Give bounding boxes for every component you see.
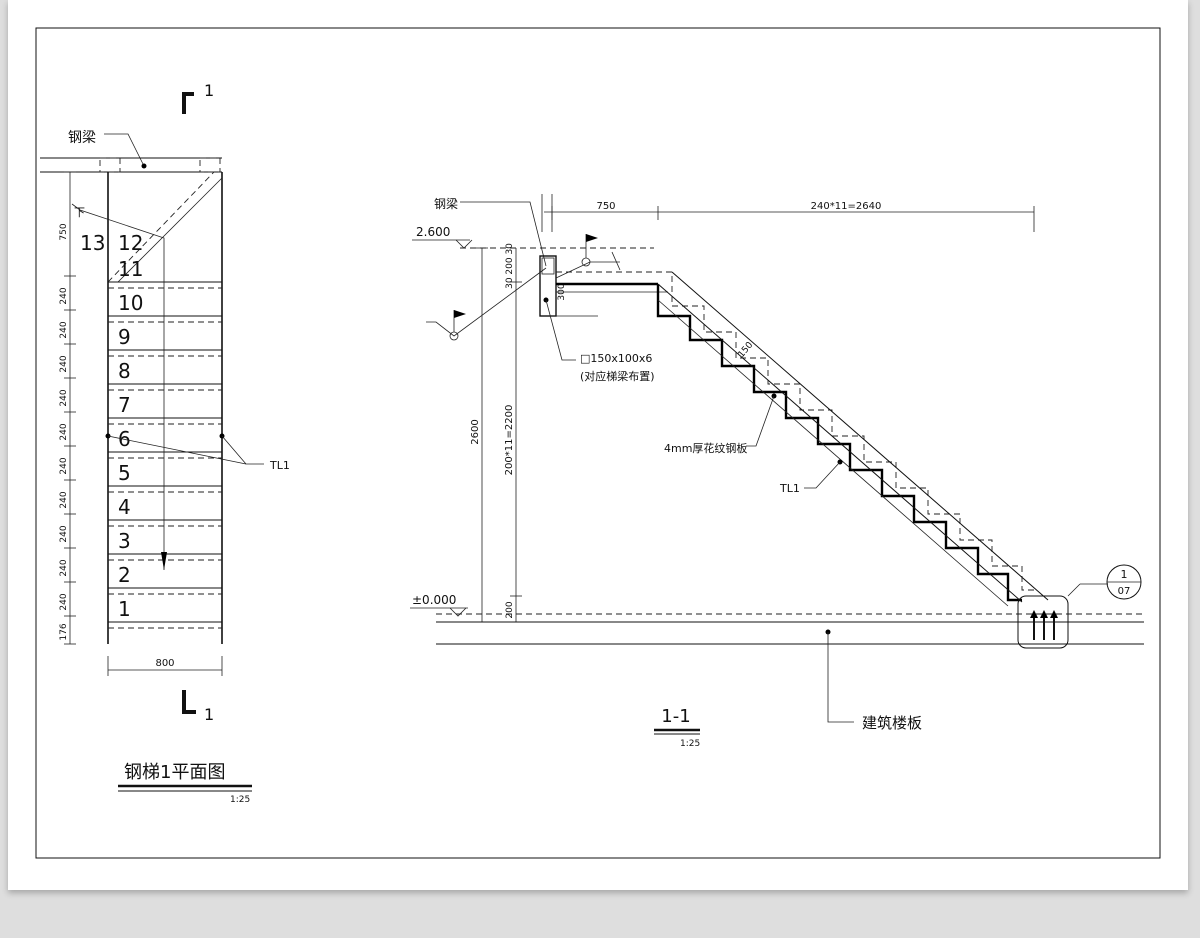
anchor-arrow-icon — [1030, 610, 1038, 618]
detail-callout-sheet: 07 — [1118, 586, 1131, 597]
plan-dim-chain — [64, 171, 76, 645]
plan-scale: 1:25 — [230, 795, 250, 805]
plan-dim-750: 750 — [59, 223, 69, 240]
section-beam-inner — [541, 257, 555, 275]
down-arrow-icon — [161, 552, 167, 570]
section-marker-leader — [555, 261, 620, 279]
plan-step-10: 10 — [118, 291, 143, 315]
plan-dim-240: 240 — [59, 423, 69, 440]
detail-callout-number: 1 — [1121, 568, 1128, 581]
section-dim-150: 150 — [737, 340, 756, 360]
plan-dim-240: 240 — [59, 525, 69, 542]
section-mark-top-number: 1 — [204, 81, 214, 100]
plan-step-1: 1 — [118, 597, 131, 621]
plan-tl1-leader — [221, 435, 264, 465]
plan-step-7: 7 — [118, 393, 131, 417]
plan-dim-240: 240 — [59, 389, 69, 406]
flag-icon — [454, 310, 466, 318]
detail-leader — [1067, 583, 1081, 597]
plan-step-11: 11 — [118, 257, 143, 281]
section-scale: 1:25 — [680, 739, 700, 749]
plan-dim-176: 176 — [59, 623, 69, 640]
plan-step-5: 5 — [118, 461, 131, 485]
plan-tl1-leader — [107, 435, 247, 465]
plan-step-12: 12 — [118, 231, 143, 255]
plan-step-3: 3 — [118, 529, 131, 553]
section-dim-top-stack: 30 200 30 — [505, 243, 515, 289]
section-mark-bottom-number: 1 — [204, 705, 214, 724]
section-marker-tick — [611, 251, 621, 271]
section-floor-leader — [827, 632, 854, 723]
anchor-arrow-icon — [1040, 610, 1048, 618]
drawing-canvas: 1 1 钢梁 — [35, 27, 1161, 859]
plan-dim-240: 240 — [59, 559, 69, 576]
section-mark-top — [182, 92, 194, 114]
plan-width-dim: 800 — [155, 658, 174, 669]
section-tl1-leader — [804, 461, 841, 489]
section-dim-2600: 2600 — [470, 419, 481, 444]
section-plate-note: 4mm厚花纹钢板 — [664, 441, 747, 455]
section-beam-label: 钢梁 — [434, 196, 458, 211]
section-dim-200: 200 — [505, 601, 515, 618]
section-stringer-line — [657, 299, 1009, 607]
elevation-marker-icon — [455, 239, 473, 249]
plan-view: 1 1 钢梁 — [40, 81, 290, 805]
plan-title: 钢梯1平面图 — [124, 762, 225, 783]
plan-break-line — [107, 171, 215, 283]
section-dim-run: 240*11=2640 — [811, 201, 882, 212]
plan-beam-leader — [104, 133, 145, 167]
drawing-frame — [35, 27, 1161, 859]
section-plate-leader — [746, 395, 775, 447]
flag-icon — [586, 234, 598, 242]
section-anchor-box — [1017, 595, 1069, 649]
plan-tl1-label: TL1 — [269, 459, 290, 472]
section-elev-zero: ±0.000 — [412, 593, 456, 607]
section-title: 1-1 — [661, 706, 690, 727]
section-marker-leader — [426, 267, 547, 337]
plan-beam-post — [199, 157, 221, 173]
section-beam-leader — [460, 201, 547, 267]
plan-break-line — [117, 177, 223, 283]
section-beam-box — [539, 255, 557, 317]
elevation-marker-icon — [449, 607, 467, 617]
section-tube-spec: □150x100x6 — [580, 352, 652, 365]
plan-step-4: 4 — [118, 495, 131, 519]
plan-beam-label: 钢梁 — [68, 130, 96, 146]
plan-step-8: 8 — [118, 359, 131, 383]
plan-dim-240: 240 — [59, 457, 69, 474]
plan-step-9: 9 — [118, 325, 131, 349]
plan-dim-240: 240 — [59, 491, 69, 508]
plan-walk-line — [71, 203, 165, 570]
section-dim-750: 750 — [596, 201, 615, 212]
section-floor-note: 建筑楼板 — [862, 714, 922, 732]
plan-dim-240: 240 — [59, 355, 69, 372]
plan-dim-240: 240 — [59, 321, 69, 338]
anchor-arrow-icon — [1050, 610, 1058, 618]
section-tube-leader — [545, 299, 576, 361]
section-tube-note: (对应梯梁布置) — [580, 369, 655, 383]
plan-step-2: 2 — [118, 563, 131, 587]
section-tl1-label: TL1 — [779, 482, 800, 495]
section-mark-bottom — [182, 690, 196, 714]
section-dim-rise: 200*11=2200 — [504, 405, 515, 476]
drawing-sheet: 1 1 钢梁 — [8, 0, 1188, 890]
plan-beam-leader-dot — [141, 163, 147, 169]
plan-step-13: 13 — [80, 231, 105, 255]
section-stringer-line — [671, 271, 1049, 601]
plan-beam-post — [99, 157, 121, 173]
section-elev-top: 2.600 — [416, 225, 450, 239]
section-stringer-line — [657, 283, 1023, 603]
section-view: 750 240*11=2640 钢梁 2.600 ±0.000 2600 200… — [410, 194, 1144, 749]
plan-down-label: 下 — [74, 206, 85, 219]
section-stair-dash — [671, 276, 1038, 591]
plan-dim-240: 240 — [59, 593, 69, 610]
plan-dim-240: 240 — [59, 287, 69, 304]
